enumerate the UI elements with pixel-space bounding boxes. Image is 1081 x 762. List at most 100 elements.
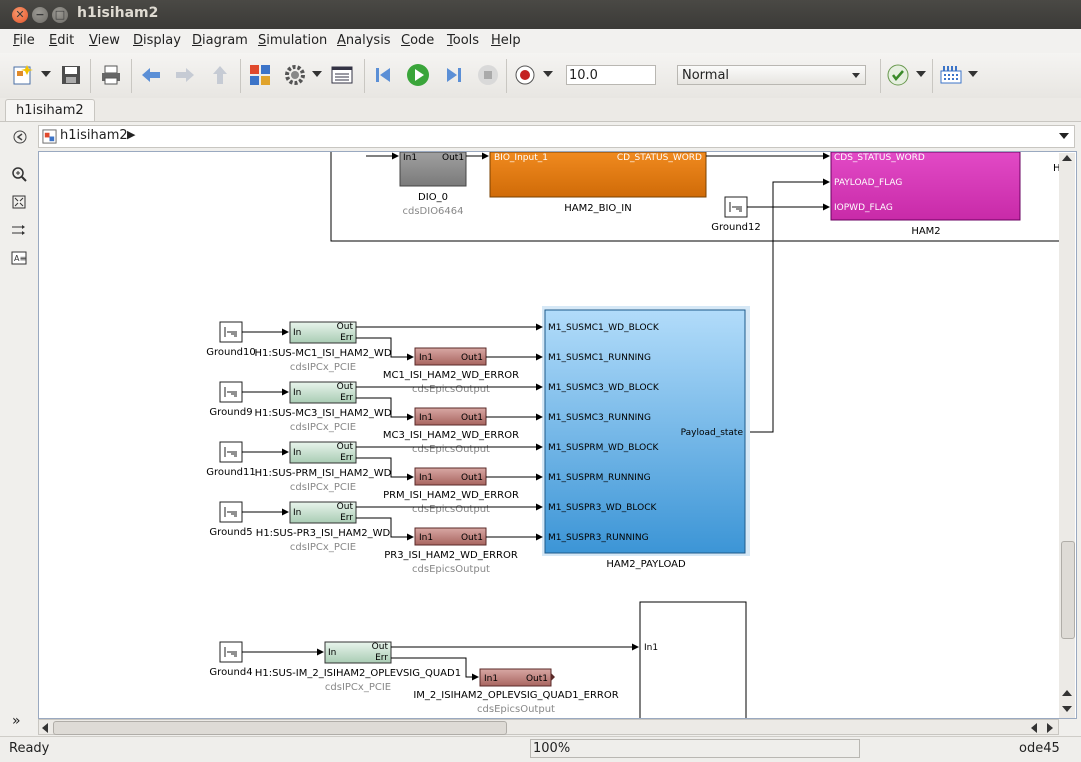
record-icon[interactable] [513, 63, 537, 87]
ipc-in-port: In [293, 328, 301, 338]
diagram-canvas[interactable]: In1 Out1 DIO_0 cdsDIO6464 BIO_Input_1 CD… [38, 151, 1077, 719]
scroll-right-icon[interactable] [1047, 723, 1053, 733]
step-forward-icon[interactable] [441, 63, 465, 87]
payload-port: M1_SUSMC1_RUNNING [548, 353, 651, 363]
payload-block[interactable] [542, 306, 750, 556]
build-icon[interactable] [939, 63, 963, 87]
up-icon[interactable] [208, 63, 232, 87]
model-icon [42, 129, 57, 144]
dio-block[interactable]: In1 Out1 [399, 152, 467, 187]
ipc-block[interactable] [289, 441, 357, 464]
vertical-scrollbar[interactable] [1059, 153, 1075, 718]
ground-block[interactable] [219, 641, 243, 663]
menu-help[interactable]: Help [491, 33, 521, 48]
menu-display[interactable]: Display [133, 33, 181, 48]
menu-edit[interactable]: Edit [49, 33, 75, 48]
ground-label: Ground11 [206, 467, 256, 478]
payload-name: HAM2_PAYLOAD [606, 559, 686, 570]
simulation-mode-select[interactable]: Normal [677, 65, 866, 85]
payload-state-line[interactable] [745, 178, 830, 433]
signal-line[interactable] [356, 337, 414, 361]
bio-in-port: BIO_Input_1 [494, 153, 548, 163]
ground-block[interactable] [219, 381, 243, 403]
breadcrumb: h1isiham2 ▶ [38, 125, 1075, 148]
horizontal-scroll-thumb[interactable] [53, 721, 507, 735]
epics-in-port: In1 [419, 413, 433, 423]
ipc-lib: cdsIPCx_PCIE [290, 482, 356, 493]
scroll-down-icon[interactable] [1062, 706, 1072, 712]
print-icon[interactable] [99, 63, 123, 87]
breadcrumb-model[interactable]: h1isiham2 [60, 128, 128, 143]
menu-analysis[interactable]: Analysis [337, 33, 391, 48]
epics-block[interactable] [479, 668, 555, 687]
advisor-dropdown-icon[interactable] [916, 71, 926, 77]
epics-out-port: Out1 [461, 353, 483, 363]
dio-in-port: In1 [403, 153, 417, 163]
save-icon[interactable] [59, 63, 83, 87]
chevron-right-icon[interactable]: ▶ [127, 128, 136, 141]
arrow-icon[interactable] [11, 222, 27, 238]
minimize-window-button[interactable]: − [32, 7, 48, 23]
ipc-name: H1:SUS-MC3_ISI_HAM2_WD [254, 408, 391, 419]
fit-view-icon[interactable] [11, 194, 27, 210]
signal-line[interactable] [356, 397, 414, 421]
address-row: h1isiham2 ▶ [0, 122, 1081, 151]
scroll-up-icon[interactable] [1062, 690, 1072, 696]
menu-diagram[interactable]: Diagram [192, 33, 248, 48]
run-icon[interactable] [406, 63, 430, 87]
signal-line[interactable] [356, 517, 414, 541]
signal-line[interactable] [356, 457, 414, 481]
stop-icon[interactable] [476, 63, 500, 87]
menu-tools[interactable]: Tools [447, 33, 480, 48]
step-back-icon[interactable] [372, 63, 396, 87]
model-explorer-icon[interactable] [330, 63, 354, 87]
ground-block[interactable] [219, 441, 243, 463]
bio-block[interactable]: BIO_Input_1 CD_STATUS_WORD [489, 152, 707, 198]
ham2-block[interactable]: CDS_STATUS_WORD PAYLOAD_FLAG IOPWD_FLAG [830, 152, 1021, 221]
ipc-block[interactable] [289, 381, 357, 404]
ipc-block[interactable] [289, 501, 357, 524]
ipc-out-port: Out [337, 382, 354, 392]
close-window-button[interactable]: ✕ [12, 7, 28, 23]
menu-code[interactable]: Code [401, 33, 435, 48]
forward-icon[interactable] [173, 63, 197, 87]
menu-simulation[interactable]: Simulation [258, 33, 328, 48]
ipc-in-port: In [328, 648, 336, 658]
scroll-left-icon[interactable] [1031, 723, 1037, 733]
ipc-name: H1:SUS-PR3_ISI_HAM2_WD [256, 528, 391, 539]
scroll-up-icon[interactable] [1062, 155, 1072, 161]
stop-time-field[interactable]: 10.0 [566, 65, 656, 85]
settings-gear-icon[interactable] [283, 63, 307, 87]
scroll-left-icon[interactable] [42, 723, 48, 733]
tab-model[interactable]: h1isiham2 [5, 99, 95, 121]
ipc-block[interactable] [324, 641, 392, 664]
epics-in-port: In1 [484, 674, 498, 684]
epics-lib: cdsEpicsOutput [412, 504, 490, 515]
ground-block[interactable] [724, 196, 748, 218]
model-advisor-icon[interactable] [886, 63, 910, 87]
menu-view[interactable]: View [89, 33, 120, 48]
record-dropdown-icon[interactable] [543, 71, 553, 77]
toolbar [0, 53, 1081, 99]
menu-file[interactable]: File [13, 33, 35, 48]
expand-palette-icon[interactable]: » [12, 713, 21, 729]
breadcrumb-dropdown-icon[interactable] [1059, 133, 1069, 139]
ground-block[interactable] [219, 501, 243, 523]
ground-block[interactable] [219, 321, 243, 343]
ipc-err-port: Err [340, 333, 353, 343]
zoom-icon[interactable] [11, 166, 27, 182]
settings-dropdown-icon[interactable] [312, 71, 322, 77]
horizontal-scrollbar[interactable] [38, 719, 1059, 735]
hide-browser-icon[interactable] [12, 129, 28, 145]
vertical-scroll-thumb[interactable] [1061, 541, 1075, 639]
quad-subsystem-block[interactable] [639, 601, 747, 719]
signal-line[interactable] [391, 657, 479, 681]
new-dropdown-icon[interactable] [41, 71, 51, 77]
ipc-block[interactable] [289, 321, 357, 344]
annotation-icon[interactable]: A≡ [11, 250, 27, 266]
build-dropdown-icon[interactable] [968, 71, 978, 77]
maximize-window-button[interactable]: □ [52, 7, 68, 23]
new-model-icon[interactable] [12, 63, 36, 87]
library-browser-icon[interactable] [248, 63, 272, 87]
back-icon[interactable] [139, 63, 163, 87]
